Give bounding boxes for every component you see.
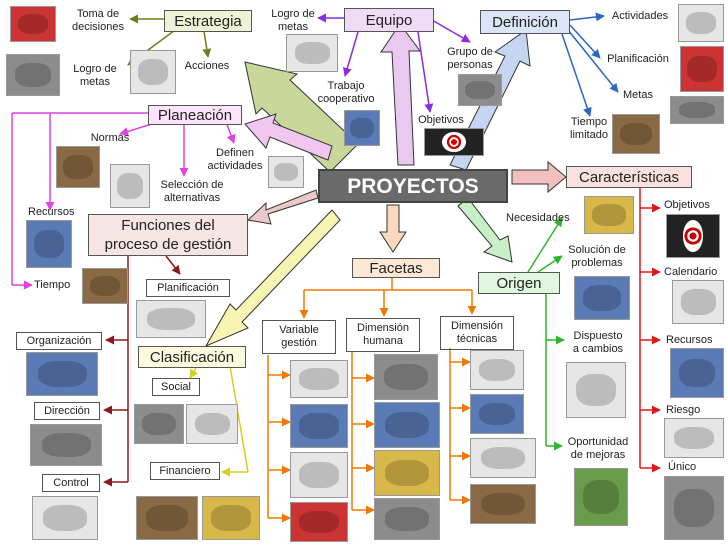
funciones-organizacion-box[interactable]: Organización [16,332,102,350]
objetivos-target-image [424,128,484,156]
solucion-image [574,276,630,320]
equipo-objetivos-label: Objetivos [418,114,464,126]
funciones-planificacion-image [136,300,206,338]
humana-image-3 [374,450,440,496]
grupo-personas-image [458,74,502,106]
logro-metas-image [6,54,60,96]
estrategia-acciones-label: Acciones [184,60,230,72]
recursos-image [26,220,72,268]
planeacion-seleccion-label: Selección de alternativas [160,179,224,204]
node-caracteristicas[interactable]: Características [566,166,692,188]
arrow-caracteristicas [511,160,567,194]
planeacion-definen-label: Definen actividades [207,147,263,172]
trabajo-cooperativo-image [344,110,380,146]
estrategia-logro-label: Logro de metas [73,63,117,88]
financiero-image-1 [136,496,198,540]
definicion-tiempo-label: Tiempo limitado [570,116,608,141]
humana-image-4 [374,498,440,540]
humana-image-2 [374,402,440,448]
center-node[interactable]: PROYECTOS [318,169,508,203]
tiempo-image [82,268,128,304]
planeacion-tiempo-label: Tiempo [34,279,71,291]
funciones-planificacion-box[interactable]: Planificación [146,279,230,297]
node-planeacion[interactable]: Planeación [148,105,242,125]
financiero-image-2 [202,496,260,540]
acciones-image [130,50,176,94]
node-origen[interactable]: Origen [478,272,560,294]
planeacion-recursos-label: Recursos [28,206,75,218]
oportunidad-image [574,468,628,526]
caracteristica-objetivos-label: Objetivos [664,199,710,211]
caract-objetivos-image [666,214,720,258]
equipo-trabajo-label: Trabajo cooperativo [317,80,375,105]
tiempo-limitado-image [612,114,660,154]
arrow-funciones [246,189,319,225]
unico-image [664,476,724,540]
origen-necesidades-label: Necesidades [506,212,570,224]
origen-solucion-label: Solución de problemas [568,244,626,269]
node-estrategia[interactable]: Estrategia [164,10,252,32]
variable-image-3 [290,452,348,498]
planificacion-image [680,46,724,92]
faceta-humana-box[interactable]: Dimensión humana [346,318,420,352]
arrow-equipo [380,23,421,166]
definen-actividades-image [268,156,304,188]
actividades-image [678,4,724,42]
node-clasificacion[interactable]: Clasificación [138,346,246,368]
arrow-origen [457,197,513,263]
node-facetas[interactable]: Facetas [352,258,440,278]
dispuesto-image [566,362,626,418]
arrow-clasificacion [204,209,341,348]
equipo-logro-label: Logro de metas [271,8,315,33]
toma-decisiones-image [10,6,56,42]
necesidades-image [584,196,634,234]
variable-image-4 [290,502,348,542]
riesgo-image [664,418,724,458]
clasificacion-financiero-box[interactable]: Financiero [150,462,220,480]
caracteristica-unico-label: Único [668,461,697,473]
funciones-control-box[interactable]: Control [42,474,100,492]
planeacion-normas-label: Normas [90,132,130,144]
definicion-planificacion-label: Planificación [607,53,669,65]
clasificacion-social-box[interactable]: Social [152,378,200,396]
control-image [32,496,98,540]
seleccion-image [110,164,150,208]
tecnicas-image-4 [470,484,536,524]
caract-recursos-image [670,348,724,398]
equipo-grupo-label: Grupo de personas [447,46,493,71]
social-image-2 [186,404,238,444]
funciones-direccion-box[interactable]: Dirección [34,402,100,420]
logro-metas-chart-image [286,34,338,72]
normas-image [56,146,100,188]
variable-image-1 [290,360,348,398]
direccion-image [30,424,102,466]
caracteristica-riesgo-label: Riesgo [666,404,701,416]
humana-image-1 [374,354,438,400]
caracteristica-recursos-label: Recursos [666,334,713,346]
origen-oportunidad-label: Oportunidad de mejoras [567,436,629,461]
origen-dispuesto-label: Dispuesto a cambios [572,330,624,355]
arrow-facetas [379,204,407,253]
estrategia-toma-label: Toma de decisiones [72,8,124,33]
calendario-image [672,280,724,324]
social-image-1 [134,404,184,444]
metas-image [670,96,724,124]
tecnicas-image-2 [470,394,524,434]
faceta-tecnicas-box[interactable]: Dimensión técnicas [440,316,514,350]
faceta-variable-box[interactable]: Variable gestión [262,320,336,354]
variable-image-2 [290,404,348,448]
tecnicas-image-3 [470,438,536,478]
node-definicion[interactable]: Definición [480,10,570,34]
organizacion-image [26,352,98,396]
node-equipo[interactable]: Equipo [344,8,434,32]
tecnicas-image-1 [470,350,524,390]
caracteristica-calendario-label: Calendario [664,266,718,278]
arrow-planeacion [244,113,333,161]
definicion-actividades-label: Actividades [611,10,669,22]
definicion-metas-label: Metas [623,89,653,101]
node-funciones[interactable]: Funciones del proceso de gestión [88,214,248,256]
